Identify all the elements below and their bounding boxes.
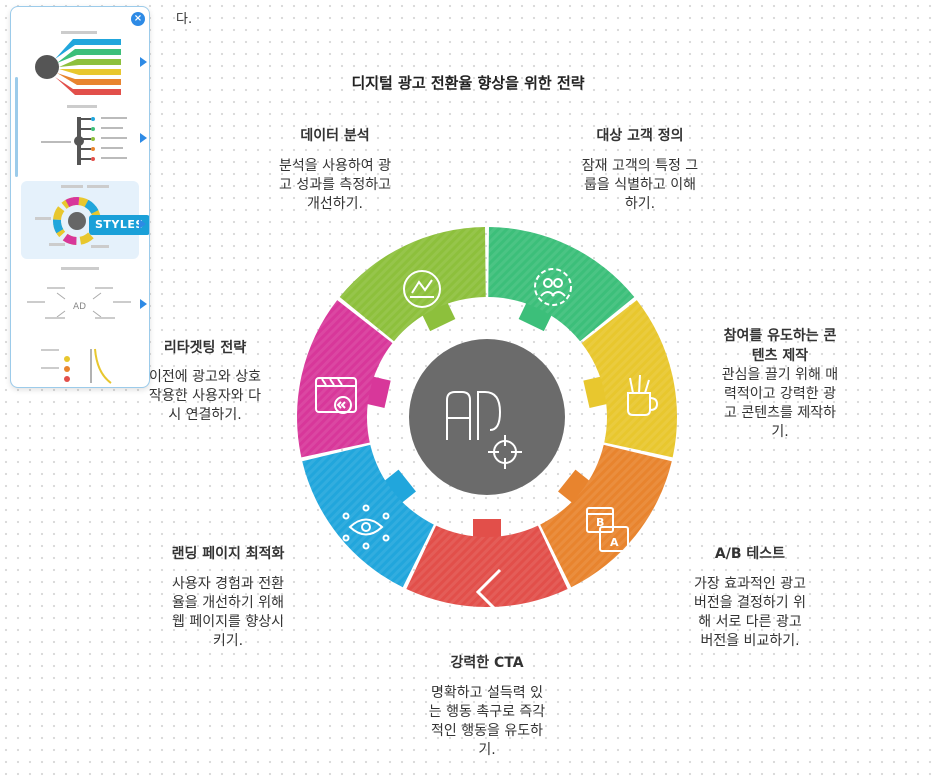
thumbnail-arrow-icon bbox=[140, 57, 147, 67]
chart-icon bbox=[403, 270, 441, 308]
segment-strong-cta-texture bbox=[406, 525, 568, 607]
thumbnail-preview bbox=[41, 348, 112, 384]
step-title-target-audience: 대상 고객 정의 bbox=[596, 128, 684, 144]
thumbnail-arrow-icon bbox=[140, 299, 147, 309]
retarget-browser-icon bbox=[315, 377, 357, 414]
thumbnail-arrow-icon bbox=[140, 133, 147, 143]
center-hub bbox=[409, 339, 565, 495]
ab-test-icon: B A bbox=[586, 507, 629, 552]
brush-cup-icon bbox=[627, 374, 659, 416]
thumbnail-preview bbox=[35, 31, 121, 95]
segment-ab-test-texture bbox=[540, 444, 672, 588]
step-title-retargeting: 리타겟팅 전략 bbox=[163, 340, 247, 356]
step-title-strong-cta: 강력한 CTA bbox=[450, 655, 524, 671]
step-title-landing-page: 랜딩 페이지 최적화 bbox=[171, 546, 285, 562]
style-thumbnail-1[interactable] bbox=[21, 29, 147, 101]
ad-target-icon bbox=[446, 391, 522, 469]
top-text-fragment: 다. bbox=[176, 12, 193, 27]
step-title-data-analysis: 데이터 분석 bbox=[300, 128, 370, 144]
thumbnail-arrow-icon bbox=[139, 219, 146, 229]
style-thumbnail-5[interactable] bbox=[21, 343, 139, 387]
svg-text:AD: AD bbox=[73, 302, 86, 312]
segment-landing-page-texture bbox=[302, 444, 434, 588]
style-thumbnail-2[interactable] bbox=[21, 105, 147, 175]
diagram-title: 디지털 광고 전환율 향상을 위한 전략 bbox=[351, 74, 585, 92]
panel-scrollbar[interactable] bbox=[15, 77, 18, 177]
close-icon[interactable]: × bbox=[131, 12, 145, 26]
svg-text:B: B bbox=[596, 516, 604, 529]
style-selector-panel: × bbox=[10, 6, 150, 388]
thumbnail-preview bbox=[41, 105, 127, 165]
thumbnail-preview: AD bbox=[27, 267, 131, 319]
audience-icon bbox=[534, 268, 572, 306]
eye-network-icon bbox=[342, 504, 390, 550]
segment-data-analysis-texture bbox=[339, 227, 486, 342]
style-thumbnail-4[interactable]: AD bbox=[21, 265, 147, 335]
styles-badge[interactable]: STYLES bbox=[89, 215, 149, 235]
svg-text:A: A bbox=[610, 536, 619, 549]
chevron-left-icon bbox=[475, 568, 502, 616]
step-title-ab-test: A/B 테스트 bbox=[714, 546, 786, 562]
